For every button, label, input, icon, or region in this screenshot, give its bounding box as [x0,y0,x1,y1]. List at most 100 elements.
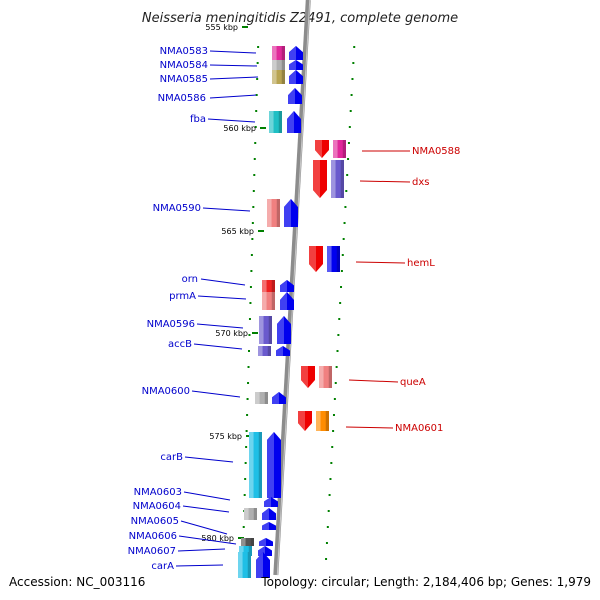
nma0590-cds-arrow [284,199,298,227]
nma0584-cds-arrow [289,60,303,70]
quea-cds-arrow [301,366,315,388]
gene-leader-line [193,343,243,350]
gene-leader-line [209,76,259,80]
accession-text: Accession: NC_003116 [9,575,145,589]
gene-leader-line [182,505,230,513]
gene-leader-line [209,64,258,67]
gene-label-fba: fba [190,114,256,125]
gene-leader-line [202,207,251,212]
fba-cds-arrow [287,111,301,133]
gene-label-orn: orn [182,274,246,286]
gene-name: queA [400,377,426,388]
gene-label-quea: queA [348,377,426,388]
gene-name: NMA0606 [129,531,177,542]
nma0607-feature [239,546,252,556]
gene-leader-line [209,50,257,54]
gene-leader-line [183,491,231,501]
gene-label-nma0607: NMA0607 [128,546,226,557]
gene-label-nma0590: NMA0590 [153,203,251,214]
scale-tick-label: 580 kbp [201,534,234,543]
orn-feature [262,280,275,292]
gene-name: orn [182,274,198,285]
gene-name: carA [151,561,174,572]
gene-name: NMA0604 [133,501,181,512]
gene-leader-line [197,295,247,300]
nma0596-feature [259,316,272,344]
gene-leader-line [355,261,406,264]
gene-name: NMA0583 [160,46,208,57]
nma0606-feature [241,538,254,546]
gene-label-carb: carB [160,452,234,463]
gene-label-nma0586: NMA0586 [158,93,257,104]
tick-layer: 555 kbp 560 kbp 565 kbp 570 kbp 575 kbp 580 k… [201,23,356,560]
gene-name: fba [190,114,206,125]
gene-label-cara: carA [151,561,224,572]
scale-tick: 565 kbp [221,227,264,236]
gene-label-nma0596: NMA0596 [147,319,244,330]
scale-tick-label: 560 kbp [223,124,256,133]
gene-name: NMA0586 [158,93,206,104]
genome-summary-text: Topology: circular; Length: 2,184,406 bp… [260,575,591,589]
gene-label-nma0603: NMA0603 [134,487,231,501]
quea-feature [319,366,332,388]
gene-leader-line [348,379,399,383]
gene-name: NMA0585 [160,74,208,85]
nma0606-cds-arrow [259,538,273,546]
gene-leader-line [200,278,246,286]
gene-label-nma0605: NMA0605 [131,516,228,535]
gene-label-nma0585: NMA0585 [160,74,259,85]
nma0583-cds-arrow [289,46,303,60]
gene-leader-line [175,564,224,567]
gene-leader-line [177,548,226,552]
gene-label-heml: hemL [355,258,435,269]
scale-tick: 560 kbp [223,124,266,133]
scale-tick-label: 565 kbp [221,227,254,236]
heml-cds-arrow [309,246,323,272]
orn-cds-arrow [280,280,294,292]
gene-name: accB [168,339,192,350]
gene-name: NMA0607 [128,546,176,557]
gene-leader-line [207,118,256,123]
nma0600-cds-arrow [272,392,286,404]
gene-label-nma0584: NMA0584 [160,60,258,71]
gene-leader-line [184,456,234,463]
gene-label-dxs: dxs [359,177,429,188]
gene-name: prmA [169,291,196,302]
nma0604-feature [244,508,257,520]
gene-leader-line [180,520,228,535]
scale-tick: 575 kbp [209,432,252,441]
gene-leader-line [196,323,244,329]
gene-name: NMA0605 [131,516,179,527]
map-title: Neisseria meningitidis Z2491, complete g… [142,11,458,26]
gene-leader-line [178,535,237,545]
nma0586-cds-arrow [288,88,302,104]
nma0604-cds-arrow [262,508,276,520]
cara-feature [238,552,251,578]
nma0583-feature [272,46,285,60]
nma0605-cds-arrow [262,522,276,530]
nma0588-cds-arrow [315,140,329,158]
carb-feature [249,432,262,498]
scale-tick: 570 kbp [215,329,258,338]
scale-tick-label: 570 kbp [215,329,248,338]
gene-label-nma0583: NMA0583 [160,46,257,57]
nma0600-feature [255,392,268,404]
gene-name: NMA0603 [134,487,182,498]
gene-name: hemL [407,258,435,269]
nma0585-feature [272,70,285,84]
gene-name: carB [160,452,183,463]
gene-name: NMA0596 [147,319,195,330]
gene-name: dxs [412,177,429,188]
nma0584-feature [272,60,285,70]
scale-tick-label: 555 kbp [205,23,238,32]
nma0601-cds-arrow [298,411,312,431]
nma0588-feature [333,140,346,158]
nma0585-cds-arrow [289,70,303,84]
gene-name: NMA0601 [395,423,443,434]
gene-label-nma0606: NMA0606 [129,531,237,545]
gene-name: NMA0590 [153,203,201,214]
dxs-cds-arrow [313,160,327,198]
gene-leader-line [359,180,411,183]
gene-name: NMA0584 [160,60,208,71]
nma0590-feature [267,199,280,227]
